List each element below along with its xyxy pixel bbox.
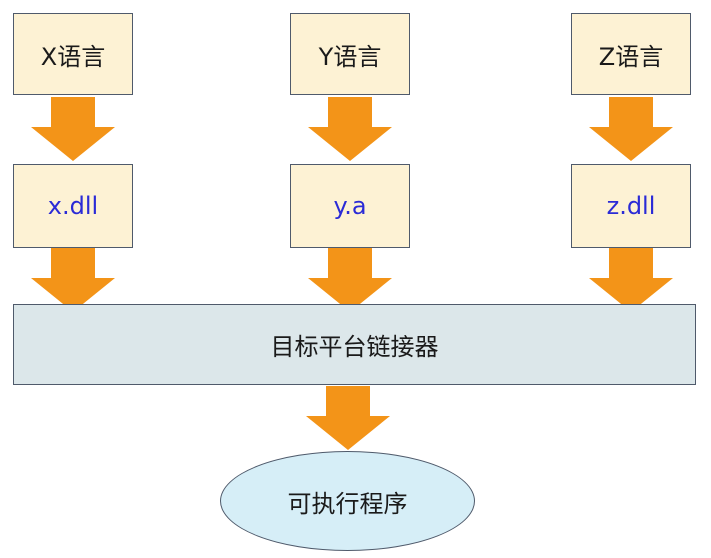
linker-label: 目标平台链接器 xyxy=(270,333,439,361)
library-box-y: y.a xyxy=(290,164,410,248)
output-label: 可执行程序 xyxy=(287,489,408,518)
arrow-linker-to-output xyxy=(306,386,390,450)
arrow-y-to-lib xyxy=(308,97,392,161)
language-box-y: Y语言 xyxy=(290,13,410,95)
language-box-z: Z语言 xyxy=(571,13,691,95)
language-box-x: X语言 xyxy=(13,13,133,95)
arrow-xlib-to-linker xyxy=(31,248,115,312)
library-label-x: x.dll xyxy=(47,192,99,220)
language-label-z: Z语言 xyxy=(598,42,664,71)
arrow-zlib-to-linker xyxy=(589,248,673,312)
output-oval: 可执行程序 xyxy=(220,451,475,551)
arrow-z-to-lib xyxy=(589,97,673,161)
linker-box: 目标平台链接器 xyxy=(13,304,696,385)
library-box-z: z.dll xyxy=(571,164,691,248)
library-label-y: y.a xyxy=(333,192,367,220)
language-label-y: Y语言 xyxy=(318,42,382,71)
language-label-x: X语言 xyxy=(40,42,106,71)
arrow-ylib-to-linker xyxy=(308,248,392,312)
arrow-x-to-lib xyxy=(31,97,115,161)
library-label-z: z.dll xyxy=(606,192,656,220)
library-box-x: x.dll xyxy=(13,164,133,248)
